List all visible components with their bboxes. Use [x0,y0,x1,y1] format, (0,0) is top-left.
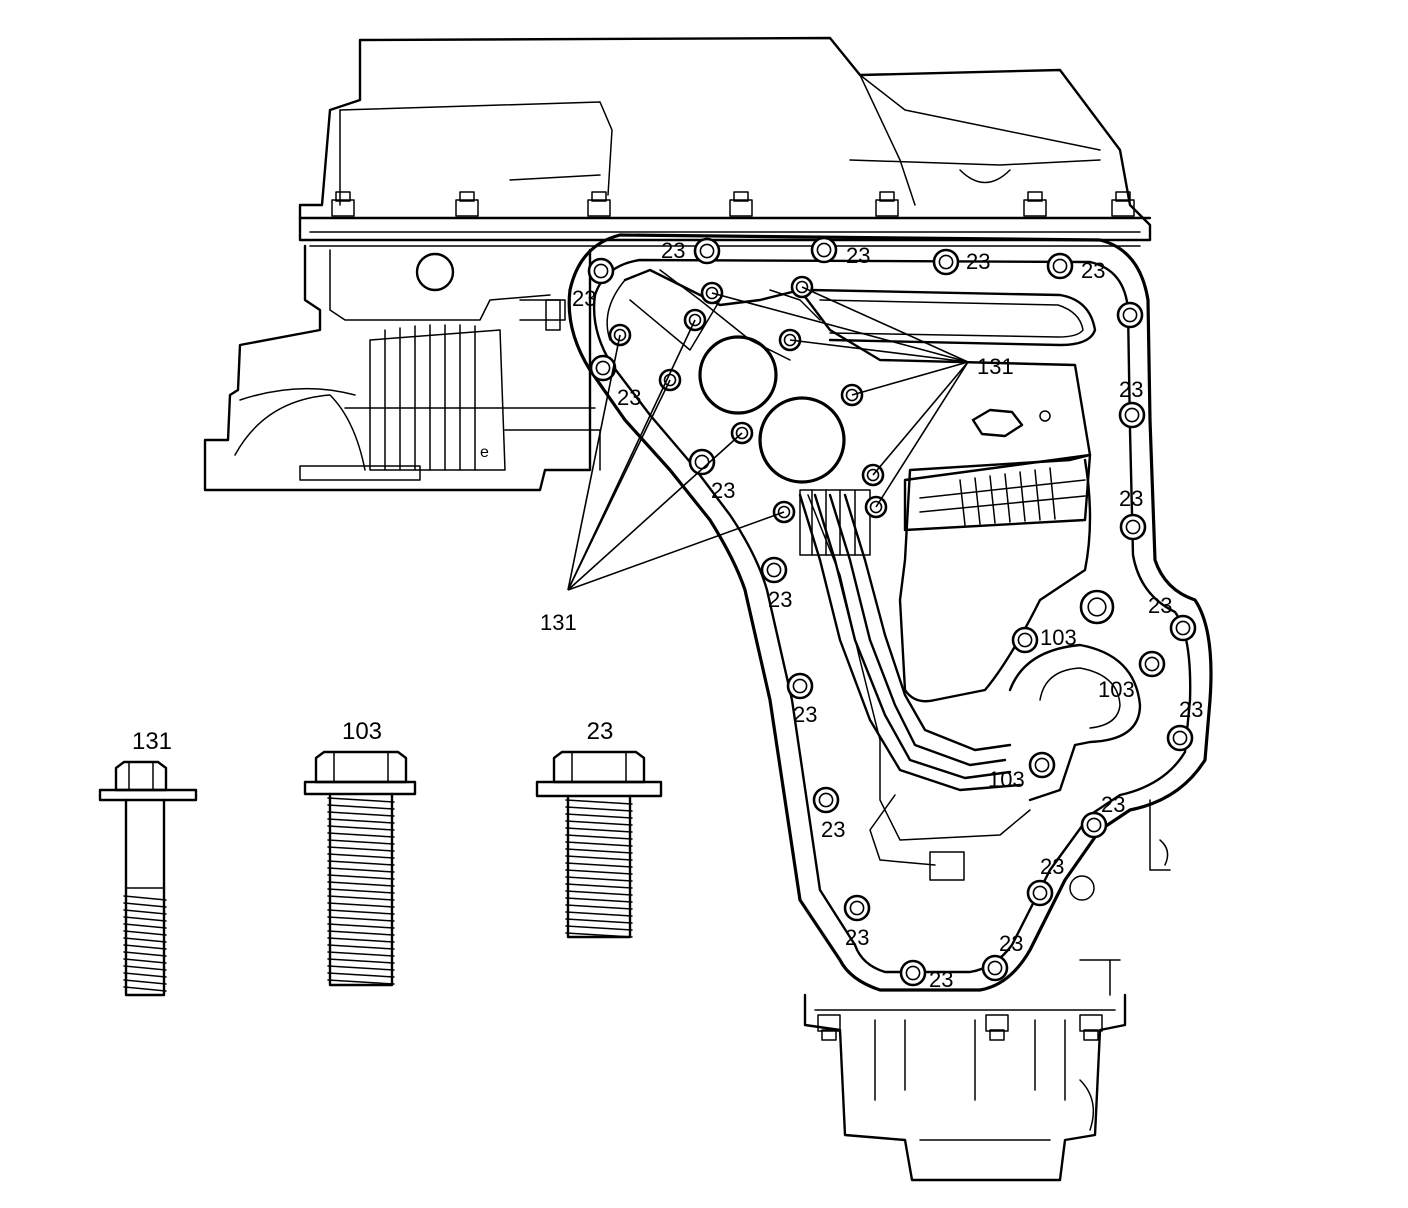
callout-bolt-23: 23 [793,702,817,727]
bolt-hole-23 [810,236,838,264]
bolt-hole-23 [1046,252,1074,280]
bolt-holes-103 [1011,626,1166,779]
legend-label-103: 103 [342,718,382,745]
bolt-hole-23 [899,959,927,987]
callout-bolt-23: 23 [1040,854,1064,879]
callout-bolt-23: 23 [929,967,953,992]
bolt-hole-23 [1118,401,1146,429]
callout-bolt-23: 23 [846,243,870,268]
bolt-hole-103 [1011,626,1039,654]
bolt-131-illustration [98,760,198,997]
bolt-103-illustration [303,750,417,987]
callout-bolt-23: 23 [768,587,792,612]
callout-bolt-23: 23 [1179,697,1203,722]
bolt-hole-23 [589,354,617,382]
callout-bolt-23: 23 [1081,258,1105,283]
bolt-hole-23 [843,894,871,922]
bolt-legend: 131 103 23 [98,718,663,997]
callout-bolt-23: 23 [617,385,641,410]
port-hole [1079,589,1115,625]
callout-bolt-23: 23 [711,478,735,503]
bolt-23-illustration [535,750,663,939]
bolt-hole-23 [932,248,960,276]
callout-labels: 23 23 23 23 23 23 23 23 23 23 23 23 23 23 23 23 23 23 23 13… [540,238,1203,992]
casting-mark: e [480,444,489,461]
front-cover [567,233,1213,992]
callout-bolt-23: 23 [572,286,596,311]
callout-bolt-23: 23 [999,931,1023,956]
bolt-hole-23 [786,672,814,700]
callout-bolt-23: 23 [845,925,869,950]
callout-bolt-23: 23 [661,238,685,263]
bolt-hole-23 [1169,614,1197,642]
bolt-hole-103 [1138,650,1166,678]
bolt-hole-23 [1119,513,1147,541]
callout-bolt-103: 103 [1040,625,1077,650]
legend-label-131: 131 [132,728,172,755]
callout-bolt-131: 131 [977,354,1014,379]
bolt-hole-23 [981,954,1009,982]
callout-bolt-103: 103 [1098,677,1135,702]
left-housing: e [203,244,601,492]
leader-lines-131-right [711,286,969,508]
bolt-hole-23 [1166,724,1194,752]
callout-bolt-103: 103 [988,767,1025,792]
callout-bolt-23: 23 [1148,593,1172,618]
upper-housing [298,36,1152,247]
callout-bolt-23: 23 [1119,377,1143,402]
legend-label-23: 23 [587,718,614,745]
callout-bolt-131: 131 [540,610,577,635]
bolt-hole-23 [1080,811,1108,839]
bolt-hole-23 [1116,301,1144,329]
callout-bolt-23: 23 [821,817,845,842]
bolt-hole-23 [760,556,788,584]
bolt-hole-23 [1026,879,1054,907]
lower-housing [803,799,1171,1182]
bolt-hole-23 [693,237,721,265]
bolt-hole-103 [1028,751,1056,779]
leader-lines-131-left [567,319,785,591]
callout-bolt-23: 23 [966,249,990,274]
bolt-holes-131 [608,275,888,524]
bolt-hole-131 [840,383,864,407]
bolt-holes-23 [587,236,1197,987]
callout-bolt-23: 23 [1119,486,1143,511]
bolt-hole-23 [587,257,615,285]
callout-bolt-23: 23 [1101,792,1125,817]
bolt-hole-23 [812,786,840,814]
